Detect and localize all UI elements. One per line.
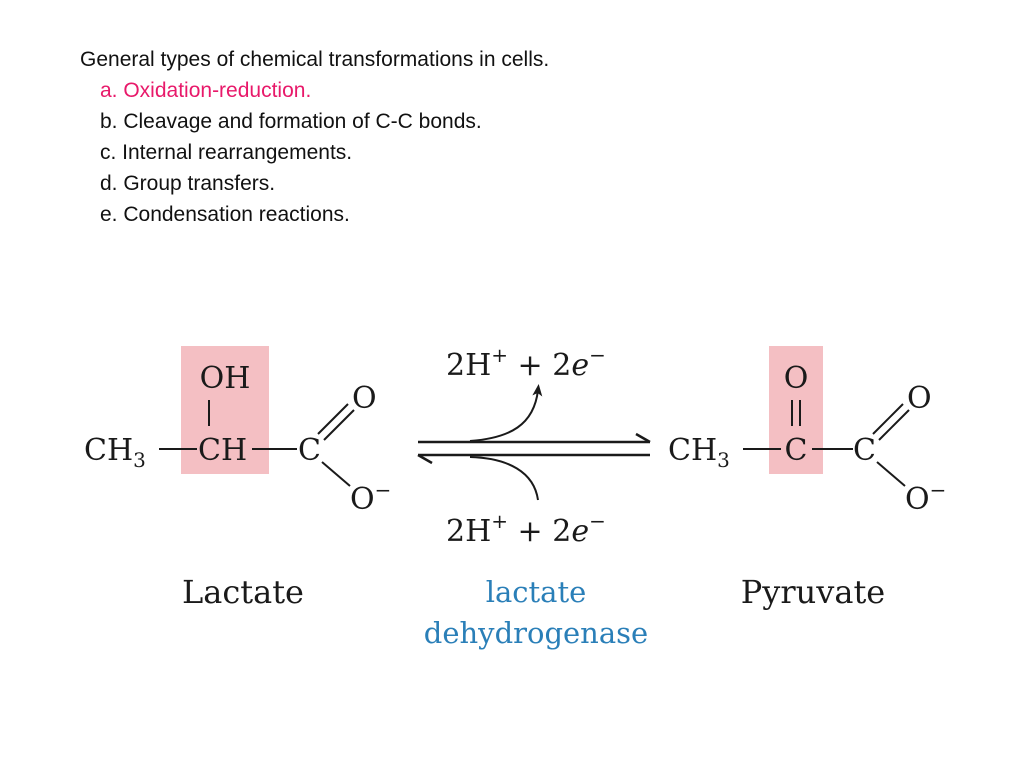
- pyruvate-methyl: CH3: [668, 433, 730, 472]
- top-curved-arrow: [469, 384, 543, 442]
- lactate-oxide: O−: [350, 478, 391, 517]
- pyruvate-double-bond-a: [872, 403, 904, 435]
- transformations-list: General types of chemical transformation…: [80, 44, 549, 230]
- lactate-carbonyl-oxygen: O: [352, 381, 377, 416]
- list-item-internal-rearrangements: c. Internal rearrangements.: [100, 141, 353, 164]
- pyruvate-carboxyl-carbon: C: [853, 433, 876, 468]
- pyruvate-label: Pyruvate: [741, 573, 885, 611]
- pyruvate-double-bond-b: [878, 409, 910, 441]
- list-item-cleavage-formation: b. Cleavage and formation of C-C bonds.: [100, 110, 482, 133]
- pyruvate-highlight-box: [769, 346, 823, 474]
- list-item-condensation-reactions: e. Condensation reactions.: [100, 203, 350, 226]
- pyruvate-oxide: O−: [905, 478, 946, 517]
- forward-arrow-head: [635, 432, 651, 444]
- list-item-oxidation-reduction: a. Oxidation-reduction.: [100, 79, 312, 102]
- enzyme-name-line-1: lactate: [486, 575, 587, 609]
- lactate-label: Lactate: [182, 573, 304, 611]
- pyruvate-keto-oxygen: O: [784, 361, 809, 396]
- pyruvate-carbonyl-oxygen: O: [907, 381, 932, 416]
- reaction-arrows: [417, 384, 651, 501]
- bottom-reactant-protons-electrons: 2H+ + 2e−: [446, 509, 606, 549]
- lactate-double-bond-a: [317, 403, 349, 435]
- lactate-carboxyl-carbon: C: [298, 433, 321, 468]
- lactate-single-bond-oxide: [321, 461, 351, 487]
- lactate-alpha-carbon: CH: [198, 433, 247, 468]
- list-heading: General types of chemical transformation…: [80, 48, 550, 71]
- bottom-curved-arrow: [469, 456, 539, 501]
- pyruvate-single-bond-oxide: [876, 461, 906, 487]
- pyruvate-alpha-carbon: C: [785, 433, 808, 468]
- list-item-group-transfers: d. Group transfers.: [100, 172, 276, 195]
- lactate-highlight-box: [181, 346, 269, 474]
- lactate-hydroxyl: OH: [200, 361, 251, 396]
- lactate-methyl: CH3: [84, 433, 146, 472]
- enzyme-name-line-2: dehydrogenase: [424, 616, 648, 650]
- lactate-double-bond-b: [323, 409, 355, 441]
- top-product-protons-electrons: 2H+ + 2e−: [446, 343, 606, 383]
- reverse-arrow-head: [417, 453, 433, 465]
- pyruvate-structure: O CH3 C C O O−: [668, 346, 946, 517]
- lactate-structure: OH CH3 CH C O O−: [84, 346, 391, 517]
